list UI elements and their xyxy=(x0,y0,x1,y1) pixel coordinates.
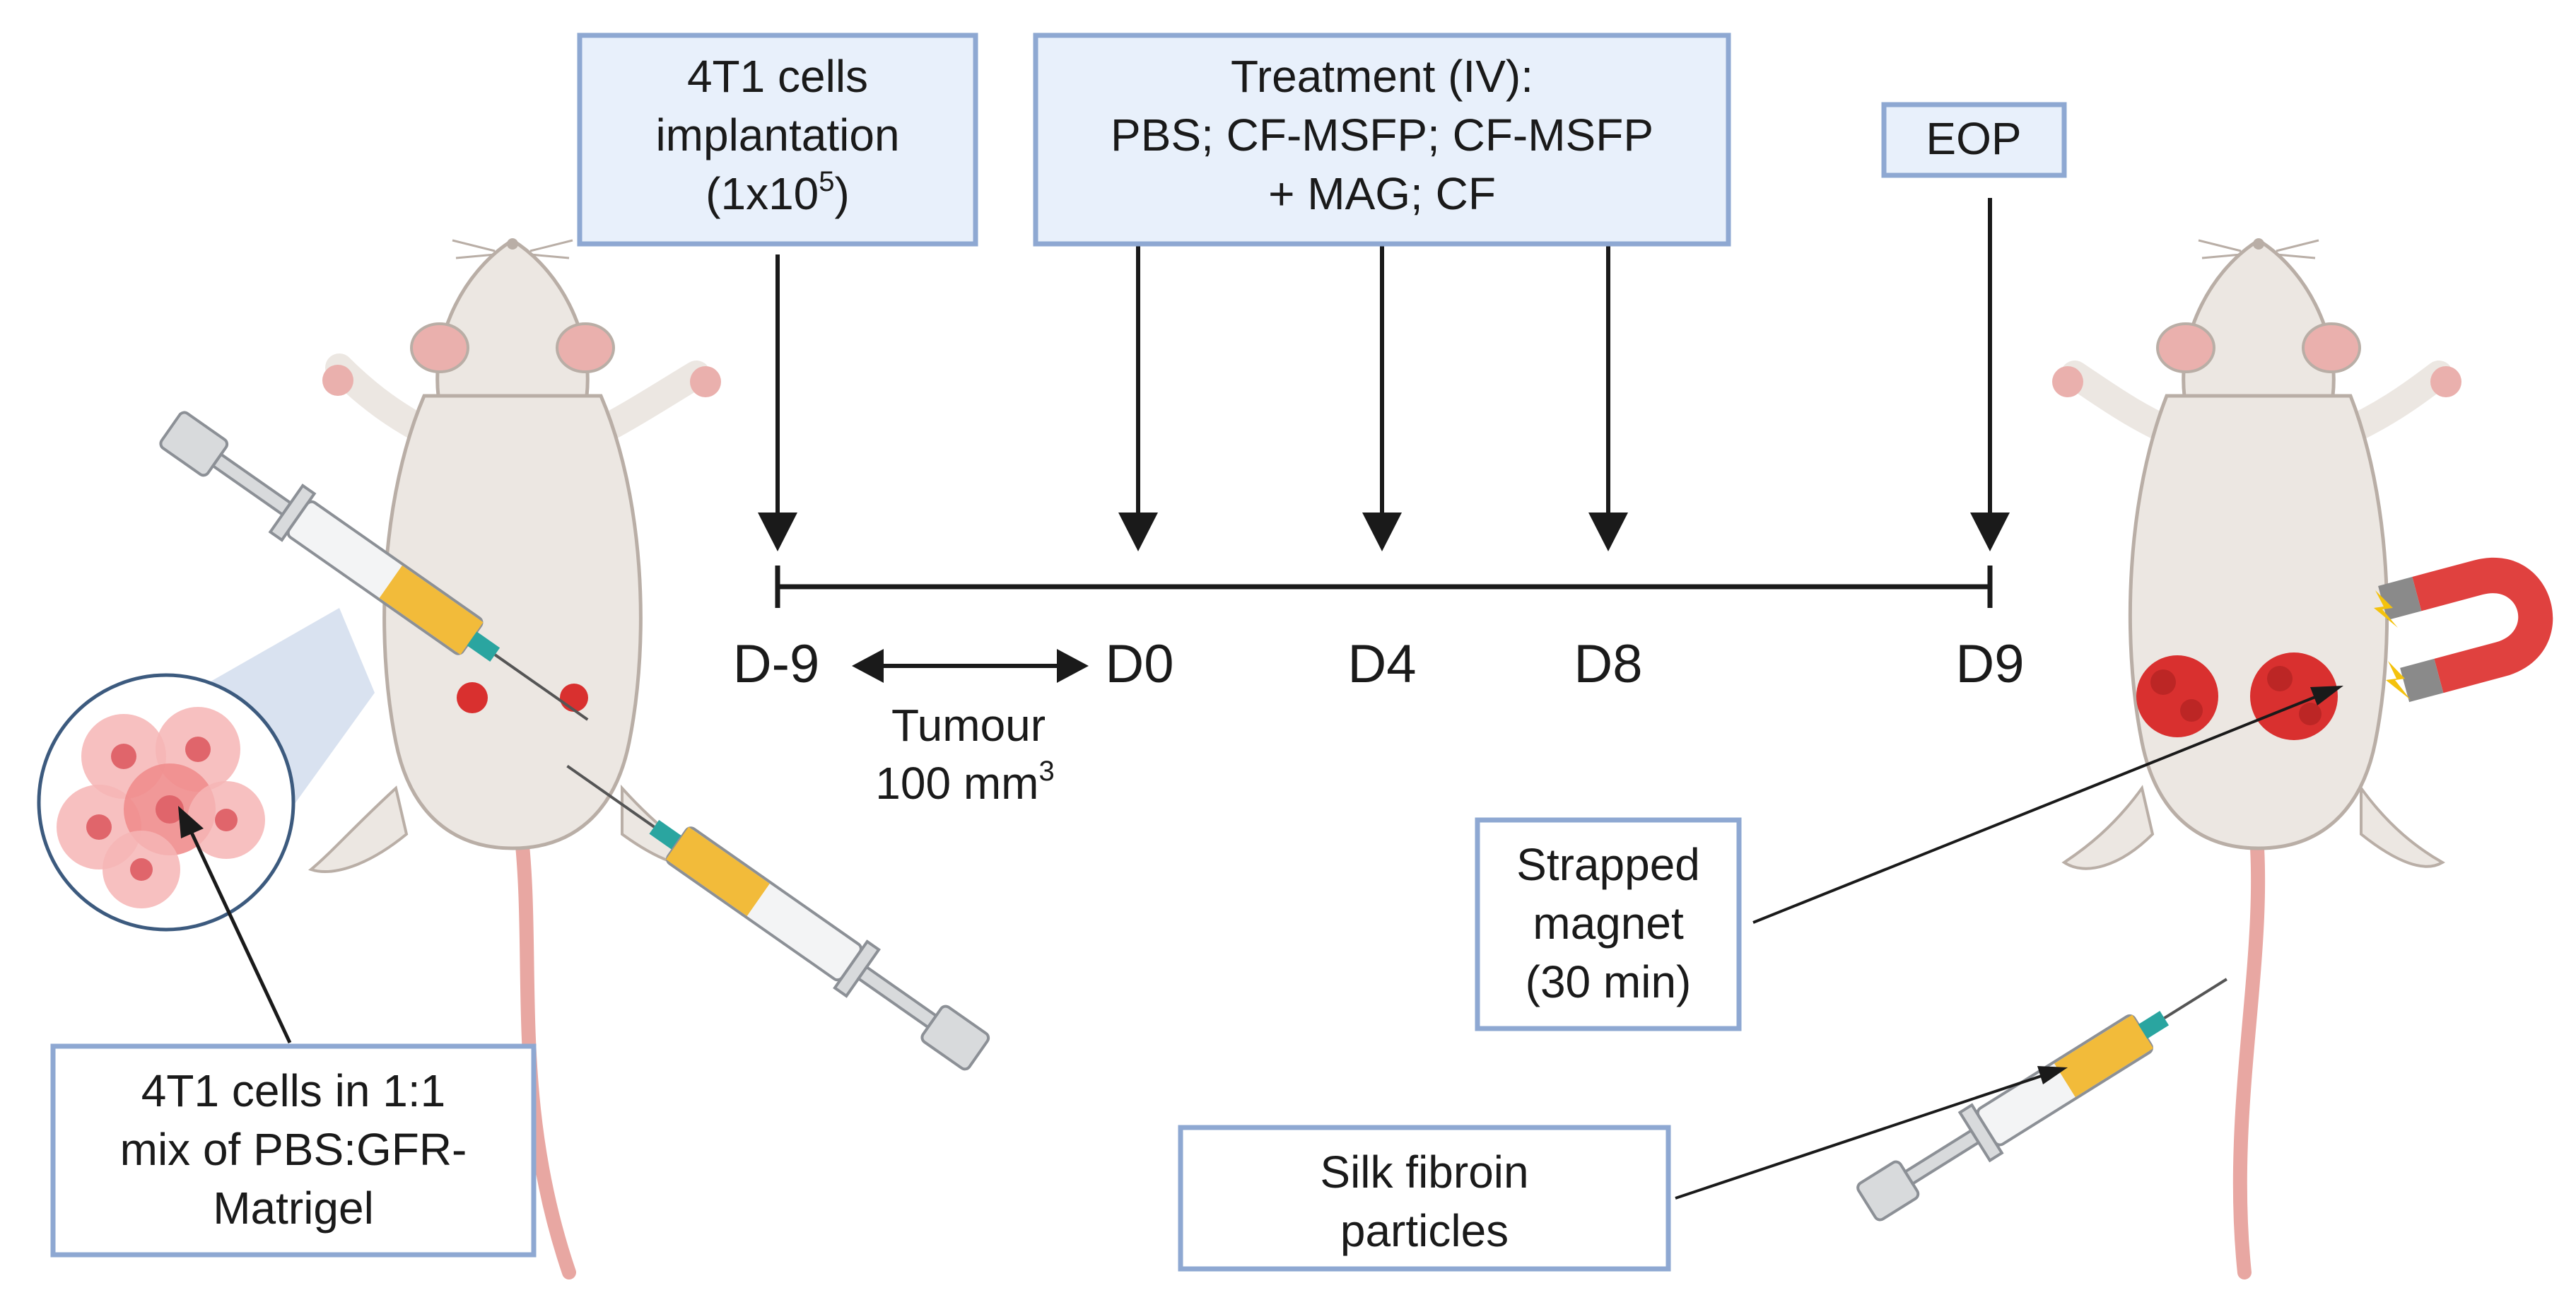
implant-box-line3: (1x105) xyxy=(706,166,850,219)
arrow-head-d-9 xyxy=(758,513,797,551)
eop-box: EOP xyxy=(1881,102,2067,178)
day-label-d-9: D-9 xyxy=(733,634,819,694)
treatment-box: Treatment (IV): PBS; CF-MSFP; CF-MSFP + … xyxy=(1033,33,1731,247)
day-label-d8: D8 xyxy=(1574,634,1642,694)
silk-box: Silk fibroin particles xyxy=(1178,1125,1671,1272)
day-label-d0: D0 xyxy=(1105,634,1173,694)
magnet-icon xyxy=(2378,557,2553,703)
arrow-head-d9 xyxy=(1970,513,2010,551)
treatment-box-line2: PBS; CF-MSFP; CF-MSFP xyxy=(1111,110,1653,160)
right-mouse-icon xyxy=(2052,238,2461,1279)
right-syringe-icon xyxy=(1856,978,2227,1222)
arrow-head-d8 xyxy=(1588,513,1628,551)
implant-box-line2: implantation xyxy=(655,110,899,160)
timeline xyxy=(775,566,1993,608)
interval-arrow xyxy=(852,649,1089,683)
magnet-box: Strapped magnet (30 min) xyxy=(1475,817,1742,1031)
right-tumour-icon xyxy=(560,684,588,712)
treatment-box-line3: + MAG; CF xyxy=(1268,168,1496,219)
left-upper-syringe-icon xyxy=(159,411,589,721)
timeline-arrows xyxy=(775,198,1992,520)
interval-label-line1: Tumour xyxy=(891,700,1046,751)
tumour-icon xyxy=(2136,652,2338,740)
spark-icon xyxy=(2374,590,2411,700)
matrigel-box-line3: Matrigel xyxy=(213,1183,374,1234)
matrigel-box-line2: mix of PBS:GFR- xyxy=(120,1124,467,1175)
matrigel-box-line1: 4T1 cells in 1:1 xyxy=(141,1065,445,1116)
arrow-head-d4 xyxy=(1362,513,1402,551)
magnet-box-line2: magnet xyxy=(1533,898,1684,949)
matrigel-box: 4T1 cells in 1:1 mix of PBS:GFR- Matrige… xyxy=(50,1043,537,1258)
left-mouse-icon xyxy=(308,238,721,1279)
silk-box-line2: particles xyxy=(1340,1205,1509,1256)
interval-label-line2: 100 mm3 xyxy=(875,756,1054,809)
implant-box-line1: 4T1 cells xyxy=(687,51,868,102)
left-tumour-icon xyxy=(457,682,488,713)
day-label-d4: D4 xyxy=(1347,634,1416,694)
implant-box: 4T1 cells implantation (1x105) xyxy=(577,33,978,247)
day-label-d9: D9 xyxy=(1955,634,2024,694)
magnet-box-line3: (30 min) xyxy=(1526,956,1692,1007)
eop-box-label: EOP xyxy=(1926,113,2021,164)
silk-box-line1: Silk fibroin xyxy=(1320,1147,1528,1197)
arrow-head-d0 xyxy=(1118,513,1158,551)
magnet-box-line1: Strapped xyxy=(1516,839,1700,890)
left-lower-syringe-icon xyxy=(566,765,990,1071)
cell-cluster-icon xyxy=(37,673,295,932)
treatment-box-line1: Treatment (IV): xyxy=(1231,51,1533,102)
